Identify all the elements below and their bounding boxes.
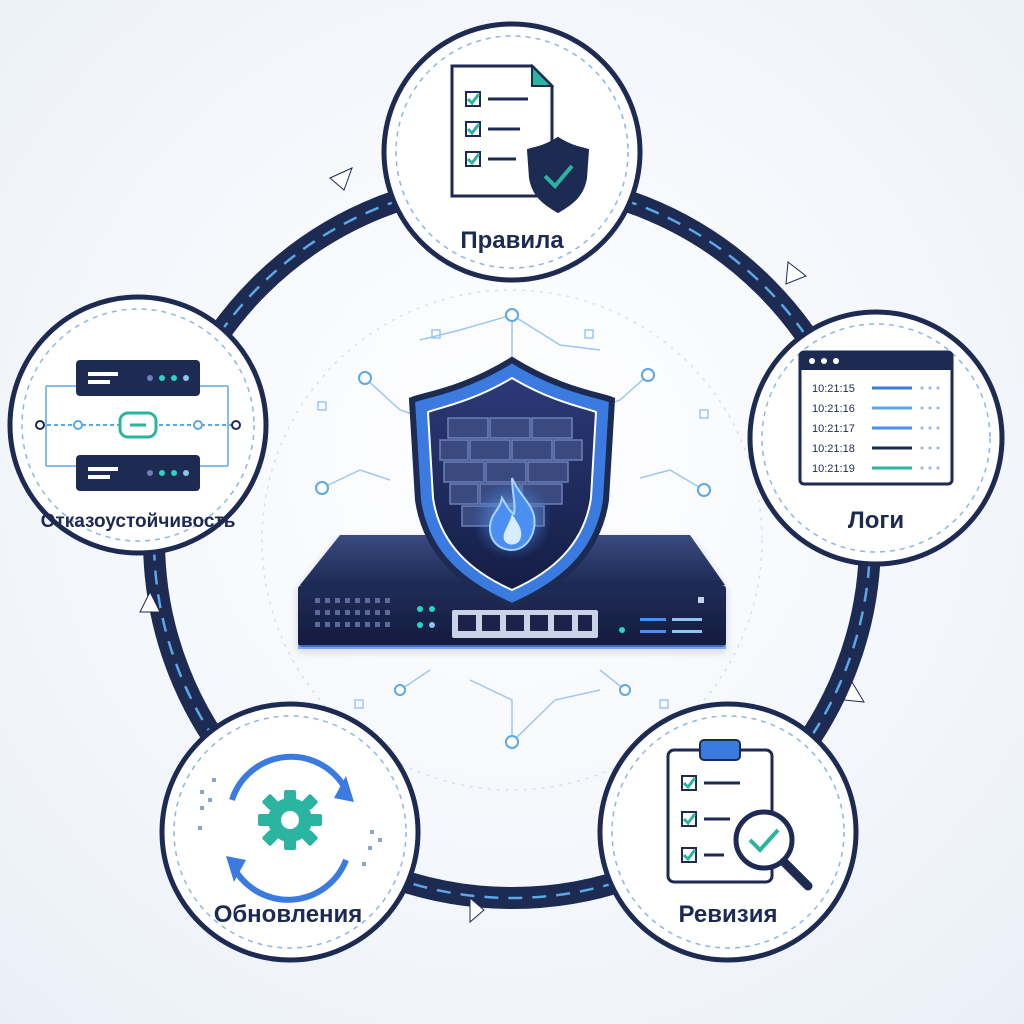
log-timestamp: 10:21:16 [812, 403, 855, 415]
cycle-arrows [139, 167, 865, 924]
log-timestamp: 10:21:19 [812, 463, 855, 475]
status-led [429, 622, 435, 628]
gear-refresh-icon [198, 753, 382, 903]
status-led [417, 606, 423, 612]
node-rules: Правила [381, 21, 643, 283]
arrow-icon [785, 261, 807, 285]
firewall-appliance-icon [298, 535, 726, 649]
status-led [417, 622, 423, 628]
shield-brick-flame-icon [408, 356, 616, 610]
arrow-icon [139, 590, 161, 613]
arrow-icon [329, 167, 353, 191]
node-failover: Отказоустойчивость [7, 294, 269, 556]
node-label-failover: Отказоустойчивость [41, 511, 236, 532]
node-updates: Обновления [159, 701, 421, 963]
log-window-icon: 10:21:15 10:21:16 10:21:17 10:21:18 10:2… [798, 350, 954, 486]
node-label-rules: Правила [460, 227, 564, 254]
node-label-logs: Логи [848, 507, 904, 534]
flame-icon [488, 477, 536, 552]
node-label-updates: Обновления [214, 901, 363, 928]
status-led [429, 606, 435, 612]
vent-grid [315, 598, 390, 627]
gear-icon [258, 790, 322, 850]
checklist-shield-icon [450, 63, 590, 214]
magnifier-icon [733, 809, 795, 871]
arrow-icon [469, 896, 485, 924]
node-audit: Ревизия [597, 701, 859, 963]
log-timestamp: 10:21:15 [812, 383, 855, 395]
arrow-icon [843, 680, 865, 703]
log-timestamp: 10:21:17 [812, 423, 855, 435]
node-logs: 10:21:15 10:21:16 10:21:17 10:21:18 10:2… [747, 309, 1005, 567]
ethernet-ports [452, 610, 598, 638]
clipboard-magnifier-icon [666, 739, 813, 891]
node-label-audit: Ревизия [679, 901, 778, 928]
redundant-servers-icon [35, 360, 241, 491]
log-timestamp: 10:21:18 [812, 443, 855, 455]
